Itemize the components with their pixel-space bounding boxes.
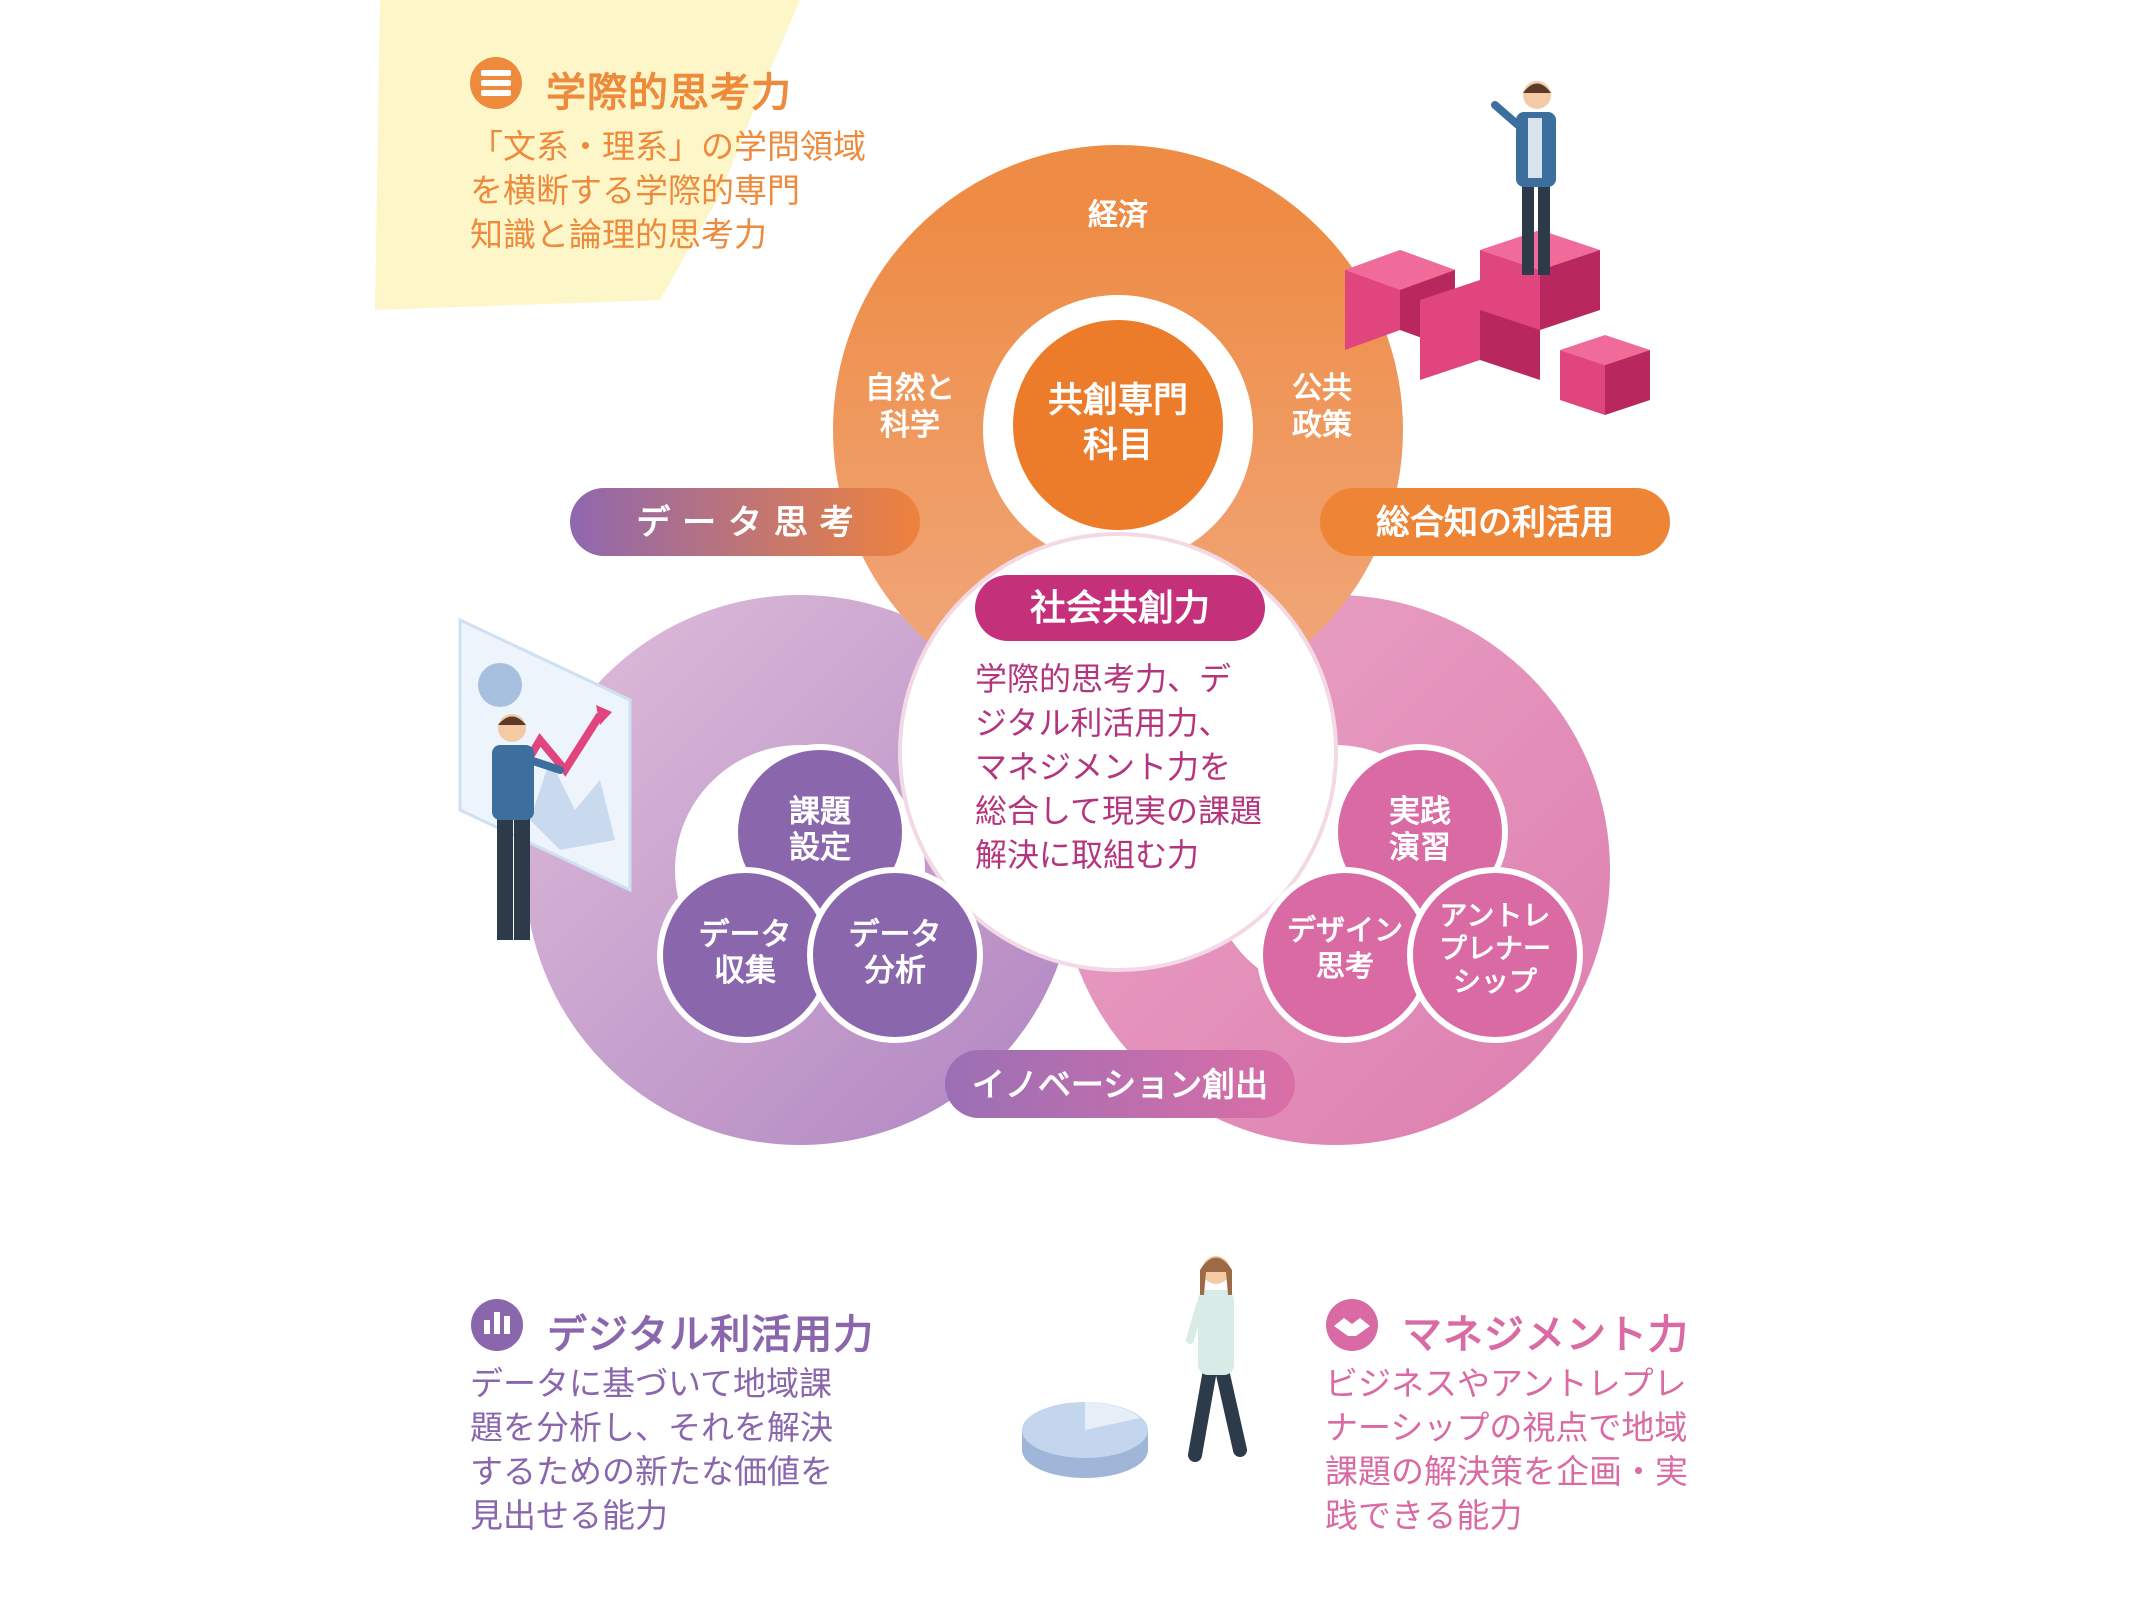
woman-illustration-bottom xyxy=(1022,1256,1247,1478)
pink-entrepreneurship-line1: アントレ xyxy=(1440,899,1551,932)
label-public-policy-line2: 政策 xyxy=(1292,408,1352,443)
purple-circle-data-analysis xyxy=(807,867,983,1043)
center-title: 社会共創力 xyxy=(1030,588,1210,629)
pink-entrepreneurship-line2: プレナー xyxy=(1439,932,1551,965)
books-icon xyxy=(470,57,522,109)
analyst-illustration-left xyxy=(458,617,632,940)
management-title: マネジメント力 xyxy=(1402,1312,1689,1358)
center-disc xyxy=(900,534,1336,970)
center-title-pill xyxy=(975,575,1265,641)
center-description-line: マネジメント力を xyxy=(975,748,1231,786)
handshake-icon xyxy=(1326,1299,1378,1351)
interdisciplinary-title: 学際的思考力 xyxy=(546,70,792,116)
purple-data-collection-line1: データ xyxy=(699,917,792,953)
pill-data-thinking xyxy=(570,488,920,556)
core-subject-line1: 共創専門 xyxy=(1048,381,1188,421)
center-description-line: 解決に取組む力 xyxy=(975,836,1199,874)
label-economics: 経済 xyxy=(1088,198,1149,233)
pill-integrated-knowledge-label: 総合知の利活用 xyxy=(1376,503,1614,543)
pill-innovation xyxy=(945,1050,1295,1118)
purple-data-collection-line2: 収集 xyxy=(714,953,776,989)
management-description: ビジネスやアントレプレ ナーシップの視点で地域 課題の解決策を企画・実 践できる… xyxy=(1325,1364,1688,1535)
pill-innovation-label: イノベーション創出 xyxy=(972,1065,1268,1104)
pill-data-thinking-label: デ ー タ 思 考 xyxy=(636,503,853,543)
purple-task-setting-line2: 設定 xyxy=(789,830,851,866)
center-description: 学際的思考力、デ ジタル利活用力、 マネジメント力を 総合して現実の課題 解決に… xyxy=(975,660,1262,874)
pink-circle-entrepreneurship xyxy=(1407,867,1583,1043)
purple-task-setting-line1: 課題 xyxy=(789,794,851,830)
pink-practice-line2: 演習 xyxy=(1389,830,1451,866)
purple-cluster: 課題 設定 データ 収集 データ 分析 xyxy=(657,744,983,1043)
center-description-line: 学際的思考力、デ xyxy=(975,660,1231,698)
label-public-policy-line1: 公共 xyxy=(1292,371,1352,406)
center-description-line: 総合して現実の課題 xyxy=(975,792,1262,830)
purple-data-analysis-line2: 分析 xyxy=(864,953,926,989)
interdisciplinary-description: 「文系・理系」の学問領域 を横断する学際的専門 知識と論理的思考力 xyxy=(470,127,866,254)
digital-title: デジタル利活用力 xyxy=(547,1312,875,1358)
label-nature-science-line1: 自然と xyxy=(865,371,955,406)
digital-description: データに基づいて地域課 題を分析し、それを解決 するための新たな価値を 見出せる… xyxy=(470,1364,833,1535)
pink-cluster: 実践 演習 デザイン 思考 アントレ プレナー シップ xyxy=(1257,744,1583,1043)
pink-practice-line1: 実践 xyxy=(1389,794,1451,830)
pink-design-thinking-line2: 思考 xyxy=(1316,949,1374,983)
core-subject-line2: 科目 xyxy=(1083,426,1153,466)
bar-chart-icon xyxy=(471,1299,523,1351)
pink-entrepreneurship-line3: シップ xyxy=(1453,965,1538,998)
label-nature-science-line2: 科学 xyxy=(880,408,940,443)
pink-design-thinking-line1: デザイン xyxy=(1287,913,1403,947)
pill-integrated-knowledge xyxy=(1320,488,1670,556)
center-description-line: ジタル利活用力、 xyxy=(975,704,1230,742)
person-illustration-top-right xyxy=(1345,81,1650,415)
purple-data-analysis-line1: データ xyxy=(849,917,942,953)
core-subject-circle xyxy=(1013,320,1223,530)
center-disc-outline xyxy=(898,532,1338,972)
